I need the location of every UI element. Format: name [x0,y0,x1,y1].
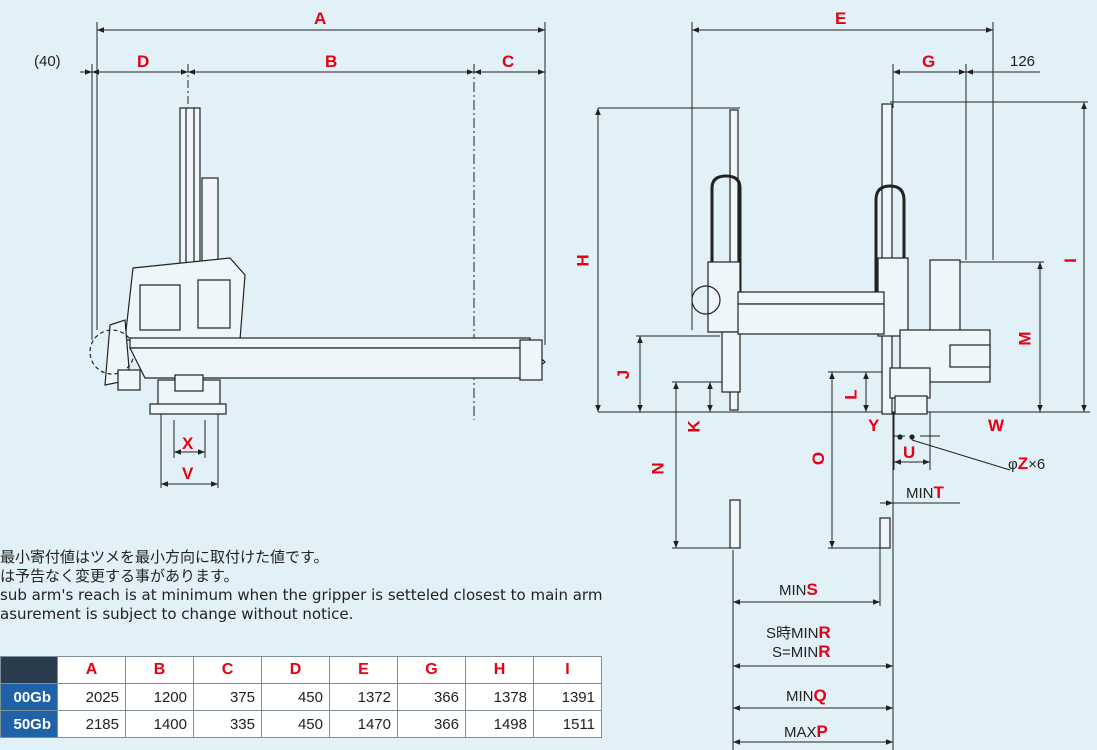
table-cell: 450 [261,683,330,711]
note-line: 最小寄付値はツメを最小方向に取付けた値です。 [0,548,329,566]
right-view-dimension-lines [595,22,1090,750]
label-x: X [182,434,194,453]
label-l: L [841,389,861,400]
label-m: M [1015,331,1035,346]
header-cell: B [125,656,194,684]
label-v: V [182,464,194,483]
label-j: J [614,369,634,380]
table-cell: 450 [261,710,330,738]
table-cell: 1372 [329,683,398,711]
label-e: E [835,9,847,28]
model-cell: 00Gb [0,683,58,711]
table-row: 50Gb 2185 1400 335 450 1470 366 1498 151… [0,710,602,738]
left-view-dimension-lines [80,22,546,488]
label-i: I [1060,258,1080,263]
label-max-p: MAXP [784,722,828,741]
table-header-row: A B C D E G H I [0,656,602,684]
table-cell: 1400 [125,710,194,738]
note-line: は予告なく変更する事があります。 [0,567,239,585]
table-corner-cell [0,656,58,684]
label-n: N [648,462,668,475]
header-cell: I [533,656,602,684]
label-h: H [573,254,593,267]
table-cell: 366 [397,683,466,711]
label-min-s: MINS [779,580,818,599]
header-cell: G [397,656,466,684]
label-min-t: MINT [906,483,944,502]
label-w: W [988,416,1005,435]
label-s-time-min-r: S時MINR [766,623,831,642]
header-cell: A [57,656,126,684]
label-d: D [137,52,150,71]
note-line: asurement is subject to change without n… [0,605,354,623]
table-cell: 1378 [465,683,534,711]
label-126: 126 [1010,53,1036,70]
left-view-machine [89,107,546,415]
table-cell: 1498 [465,710,534,738]
label-c: C [502,52,515,71]
table-cell: 1511 [533,710,602,738]
label-k: K [684,420,704,433]
table-cell: 2185 [57,710,126,738]
header-cell: C [193,656,262,684]
notes: 最小寄付値はツメを最小方向に取付けた値です。 は予告なく変更する事があります。 … [0,548,700,624]
table-cell: 375 [193,683,262,711]
model-cell: 50Gb [0,710,58,738]
label-forty: (40) [34,53,61,70]
table-cell: 1200 [125,683,194,711]
label-s-eq-min-r: S=MINR [772,642,831,661]
spec-table: A B C D E G H I 00Gb 2025 1200 375 450 1… [0,656,602,738]
label-g: G [922,52,936,71]
header-cell: E [329,656,398,684]
table-cell: 335 [193,710,262,738]
table-cell: 1470 [329,710,398,738]
header-cell: H [465,656,534,684]
label-b: B [325,52,338,71]
header-cell: D [261,656,330,684]
right-view-machine [691,103,991,549]
label-a: A [314,9,327,28]
label-min-q: MINQ [786,686,827,705]
note-line: sub arm's reach is at minimum when the g… [0,586,603,604]
label-u: U [903,443,916,462]
table-cell: 1391 [533,683,602,711]
table-row: 00Gb 2025 1200 375 450 1372 366 1378 139… [0,683,602,711]
table-cell: 2025 [57,683,126,711]
table-cell: 366 [397,710,466,738]
label-z: φZ×6 [1008,454,1046,473]
label-y: Y [868,416,880,435]
label-o: O [809,451,829,466]
